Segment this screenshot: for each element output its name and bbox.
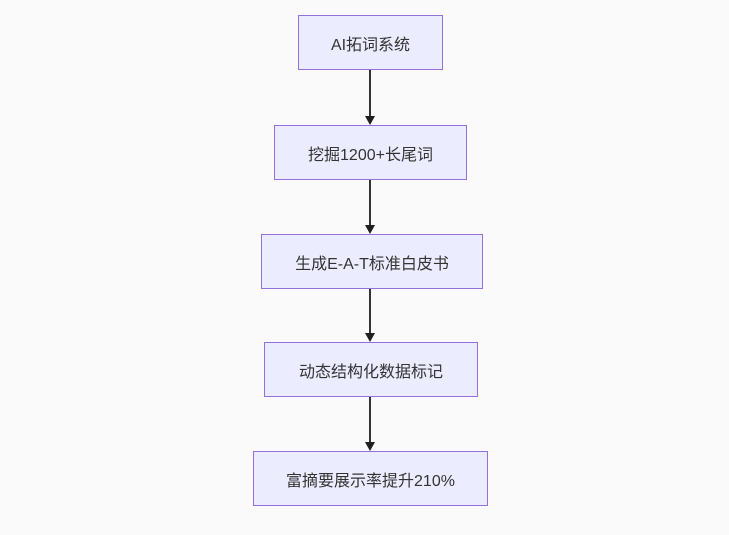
edge-4-arrowhead-down-icon xyxy=(365,442,375,451)
edge-3 xyxy=(364,289,376,342)
edge-3-arrowhead-down-icon xyxy=(365,333,375,342)
edge-2-line xyxy=(369,180,371,225)
flow-node-2-label: 挖掘1200+长尾词 xyxy=(308,146,433,164)
flow-node-5-label: 富摘要展示率提升210% xyxy=(286,472,455,490)
edge-1-arrowhead-down-icon xyxy=(365,116,375,125)
edge-2 xyxy=(364,180,376,234)
flow-node-4-label: 动态结构化数据标记 xyxy=(298,363,443,381)
flow-node-2: 挖掘1200+长尾词 xyxy=(274,125,467,180)
flow-node-3-label: 生成E-A-T标准白皮书 xyxy=(295,255,449,273)
flow-node-1: AI拓词系统 xyxy=(298,15,443,70)
flow-node-3: 生成E-A-T标准白皮书 xyxy=(261,234,483,289)
edge-1-line xyxy=(369,70,371,116)
edge-1 xyxy=(364,70,376,125)
flow-node-5: 富摘要展示率提升210% xyxy=(253,451,488,506)
edge-4-line xyxy=(369,397,371,442)
edge-4 xyxy=(364,397,376,451)
edge-3-line xyxy=(369,289,371,333)
flow-node-1-label: AI拓词系统 xyxy=(330,36,411,54)
flow-node-4: 动态结构化数据标记 xyxy=(264,342,478,397)
edge-2-arrowhead-down-icon xyxy=(365,225,375,234)
